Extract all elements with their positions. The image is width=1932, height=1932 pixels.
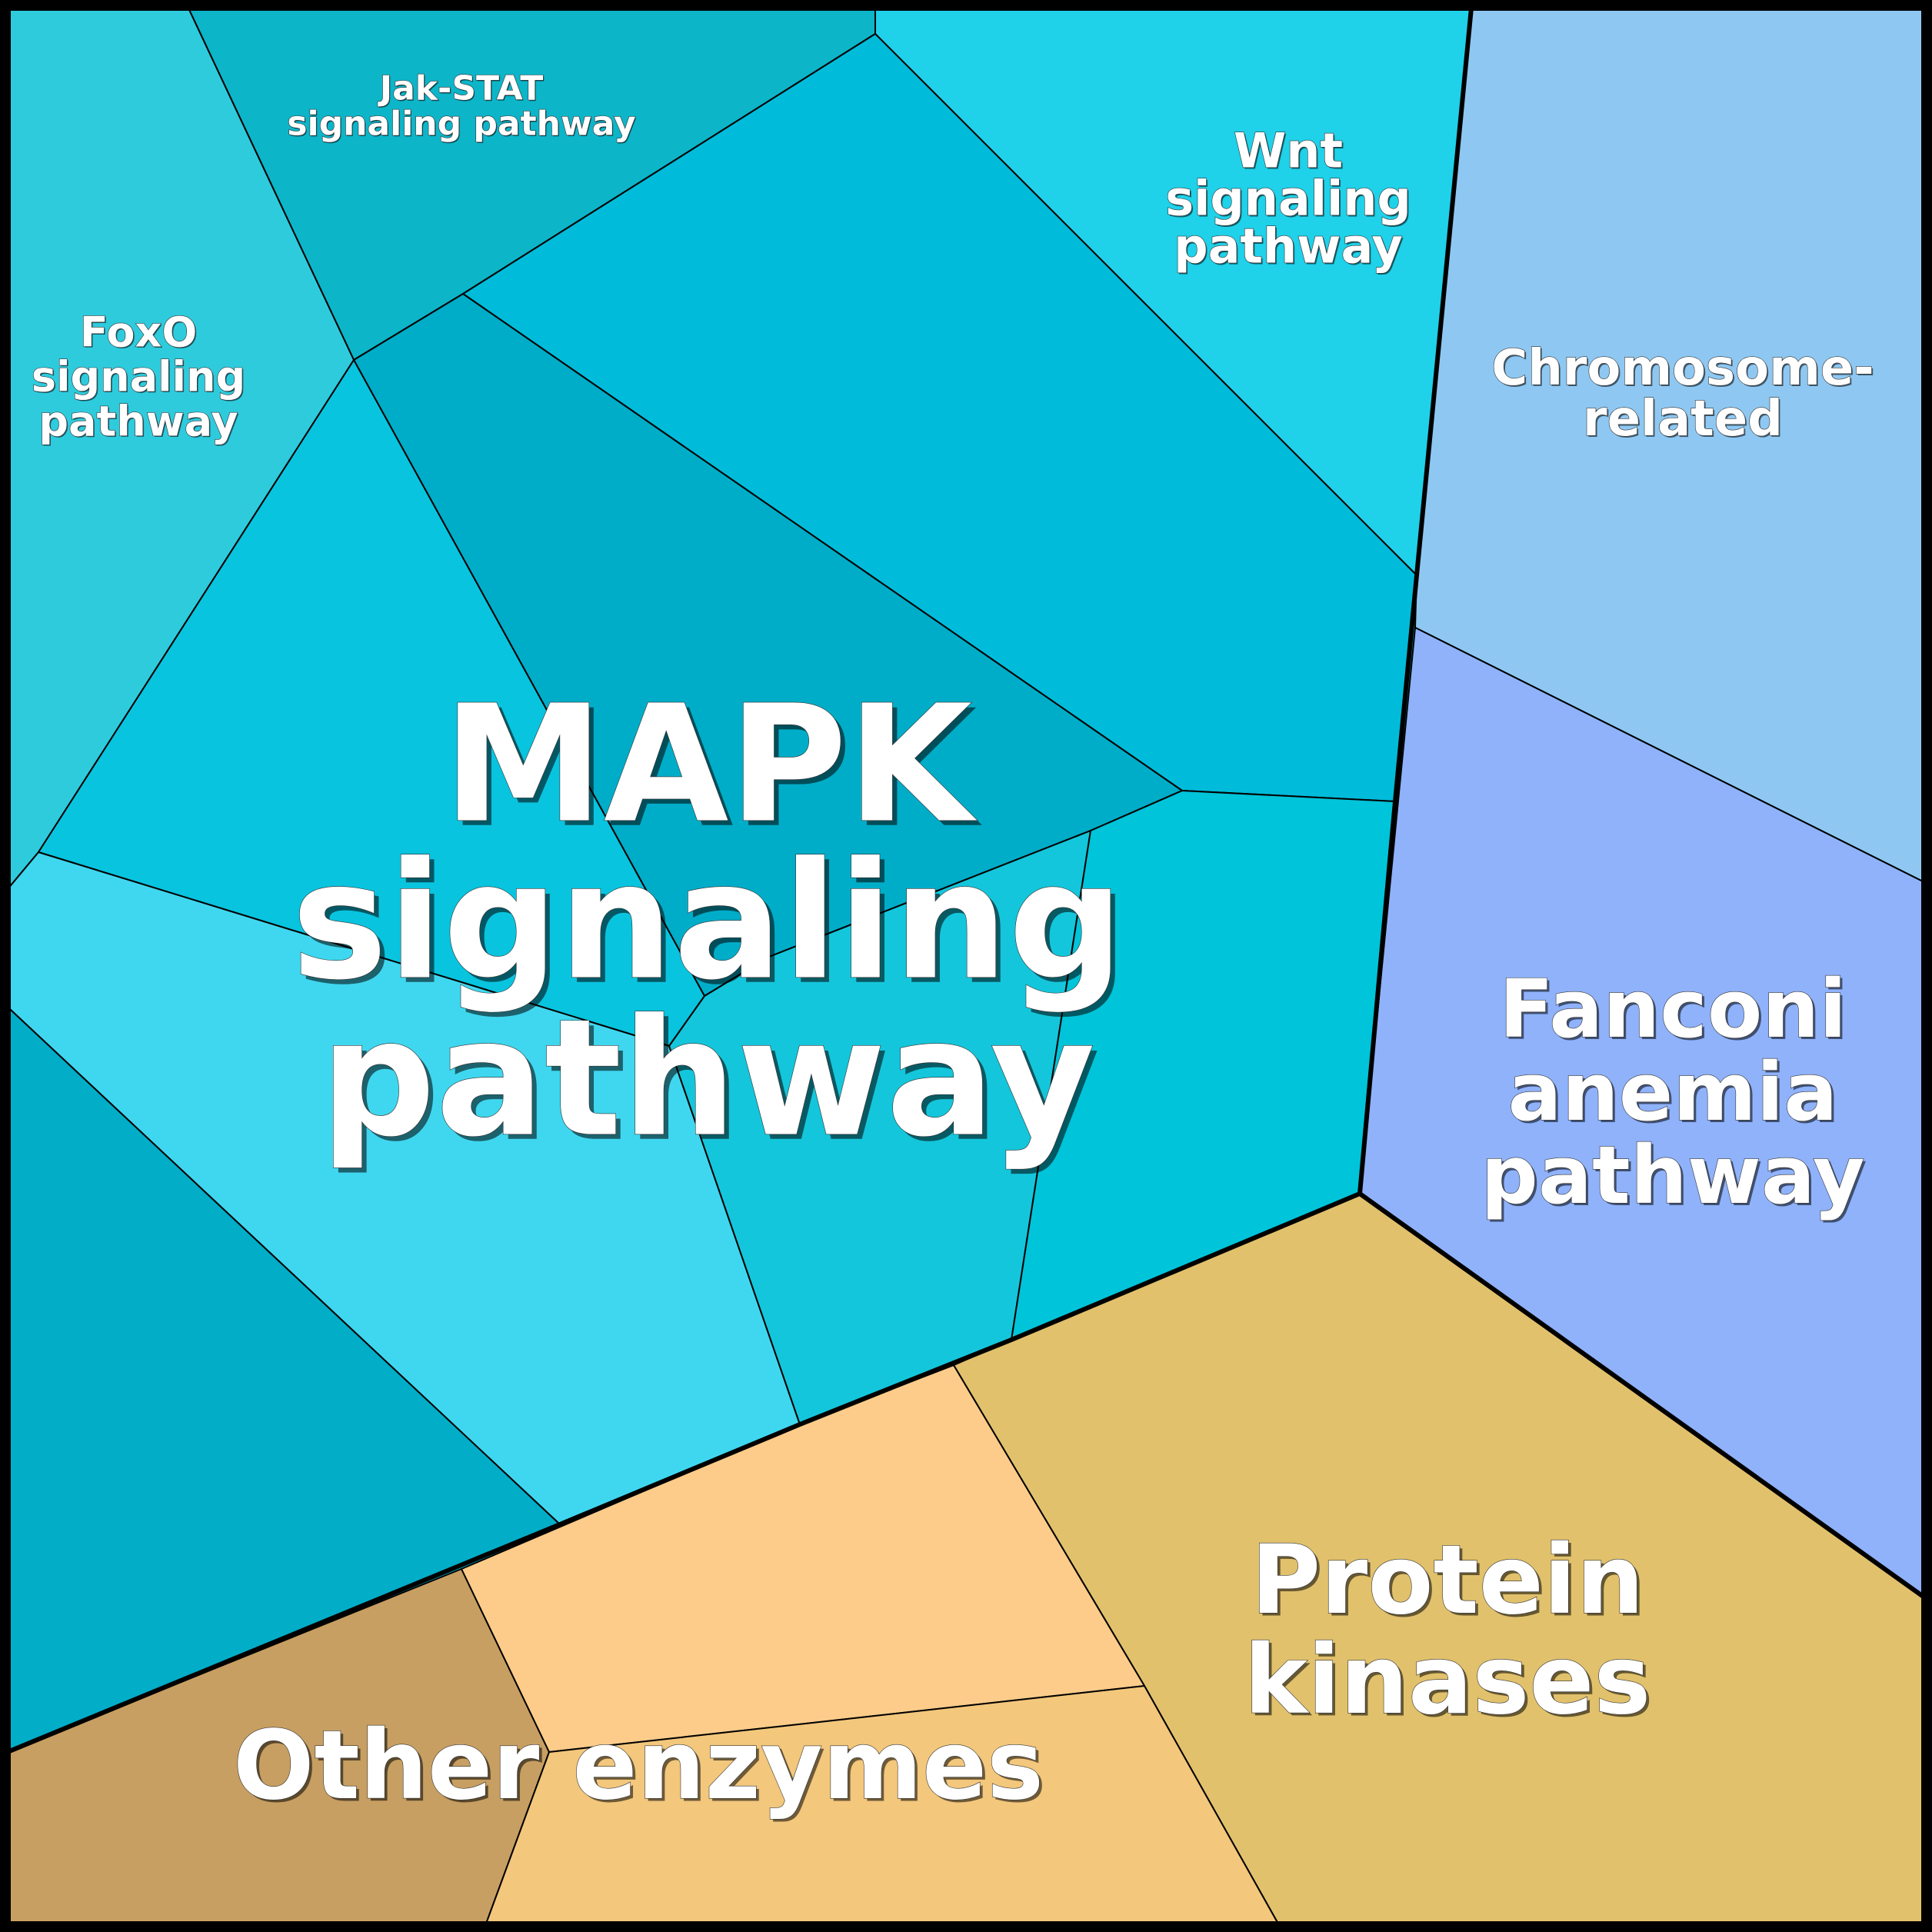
label-line: kinases [1244, 1625, 1651, 1736]
group-borders-layer [0, 0, 1932, 1757]
label-shadow: Fanconi [1501, 964, 1849, 1058]
label-shadow: signaling pathway [288, 105, 637, 145]
label-shadow: pathway [1175, 219, 1404, 275]
label-line: related [1583, 391, 1783, 448]
label-shadow: kinases [1247, 1628, 1654, 1739]
label-shadow: Chromosome- [1493, 341, 1875, 398]
label-line: signaling [291, 828, 1124, 1016]
label-line: pathway [1174, 218, 1403, 275]
label-shadow: signaling [1167, 172, 1413, 228]
group-border [0, 1191, 1361, 1757]
label-line: Chromosome- [1491, 340, 1874, 397]
label-line: pathway [1481, 1128, 1864, 1222]
label-shadow: pathway [1484, 1131, 1867, 1224]
label-line: MAPK [443, 671, 978, 859]
label-shadow: anemia [1511, 1048, 1840, 1141]
label-line: pathway [38, 398, 238, 446]
label-shadow: FoxO [81, 309, 198, 358]
group-border [1357, 0, 1474, 1194]
group-border [1358, 1191, 1932, 1605]
label-shadow: Other enzymes [236, 1714, 1047, 1824]
label-line: Fanconi [1499, 962, 1847, 1056]
label-line: signaling [32, 353, 245, 401]
label-shadow: Protein [1254, 1528, 1647, 1639]
label-shadow: Wnt [1235, 124, 1344, 180]
label-line: pathway [320, 984, 1095, 1173]
label-line: Other enzymes [233, 1710, 1044, 1821]
label-shadow: Jak-STAT [378, 70, 545, 109]
label-shadow: signaling [32, 354, 246, 402]
label-line: Wnt [1234, 123, 1343, 179]
label-shadow: pathway [325, 989, 1100, 1178]
label-shadow: MAPK [448, 675, 982, 864]
label-line: signaling [1165, 171, 1411, 227]
label-line: Protein [1251, 1525, 1644, 1636]
label-line: signaling pathway [287, 105, 635, 144]
label-shadow: pathway [40, 398, 239, 447]
label-shadow: signaling [296, 832, 1128, 1021]
label-line: anemia [1508, 1045, 1838, 1139]
cell-enzymes-c [482, 1685, 1284, 1932]
label-line: FoxO [80, 308, 198, 357]
label-shadow: related [1584, 392, 1784, 449]
label-line: Jak-STAT [378, 69, 544, 108]
